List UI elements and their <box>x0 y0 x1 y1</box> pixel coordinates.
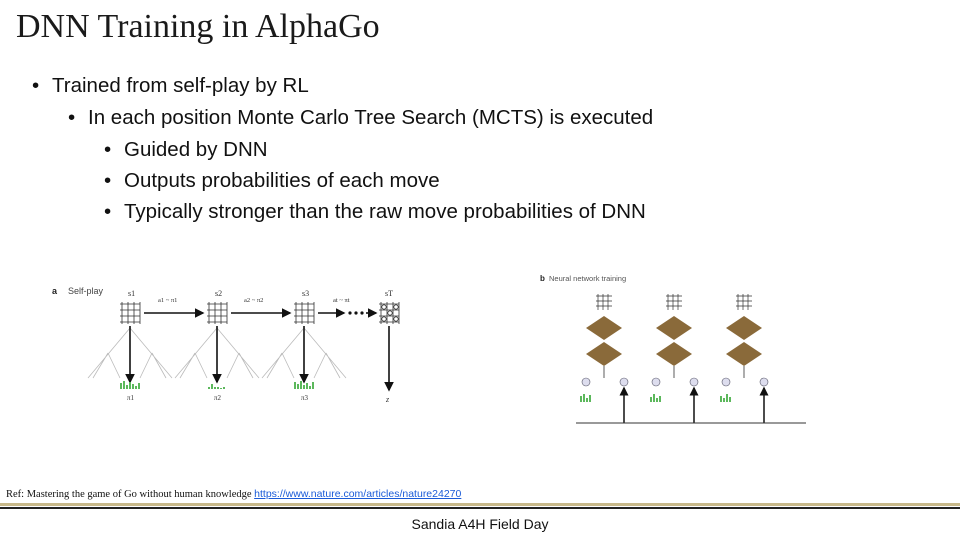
panel-a-label: a <box>52 286 58 296</box>
bullet-marker: • <box>68 106 76 129</box>
footer-divider <box>0 507 960 509</box>
footer-text: Sandia A4H Field Day <box>411 516 549 532</box>
slide-title: DNN Training in AlphaGo <box>16 8 380 45</box>
ellipsis-dots <box>348 311 364 315</box>
bullet-item: • Typically stronger than the raw move pr… <box>104 200 646 224</box>
go-board <box>294 302 315 324</box>
bullet-text: Outputs probabilities of each move <box>124 169 440 192</box>
panel-a-title: Self-play <box>68 286 104 296</box>
policy-histogram <box>120 381 140 389</box>
bullet-marker: • <box>104 200 112 223</box>
bullet-text: Typically stronger than the raw move pro… <box>124 200 646 223</box>
policy-histogram <box>294 381 314 389</box>
bullet-marker: • <box>104 169 112 192</box>
panel-b-title: Neural network training <box>549 274 626 283</box>
bullet-item: • Trained from self-play by RL <box>32 74 309 98</box>
bullet-item: • Guided by DNN <box>104 138 268 162</box>
action-label: at ~ πt <box>333 297 350 304</box>
state-label: s2 <box>215 289 222 298</box>
bullet-text: Guided by DNN <box>124 138 268 161</box>
policy-histogram <box>208 384 225 389</box>
go-board <box>120 302 141 324</box>
bullet-text: In each position Monte Carlo Tree Search… <box>88 106 654 129</box>
go-board <box>207 302 228 324</box>
bullet-marker: • <box>104 138 112 161</box>
state-label: s1 <box>128 289 135 298</box>
go-board <box>379 302 400 324</box>
reference-link[interactable]: https://www.nature.com/articles/nature24… <box>254 488 462 500</box>
reference-text: Ref: Mastering the game of Go without hu… <box>6 489 255 500</box>
bullet-text: Trained from self-play by RL <box>52 74 309 97</box>
action-label: a1 ~ π1 <box>158 297 177 304</box>
policy-label: π3 <box>301 394 309 402</box>
self-play-figure: a Self-play s1 s2 s3 sT a1 ~ π1 a2 ~ π2 … <box>52 286 400 404</box>
outcome-label: z <box>385 395 390 404</box>
reference-line: Ref: Mastering the game of Go without hu… <box>6 488 461 500</box>
network-column <box>720 294 769 423</box>
state-label: s3 <box>302 289 309 298</box>
network-column <box>650 294 699 423</box>
bullet-item: • In each position Monte Carlo Tree Searc… <box>68 106 653 130</box>
action-label: a2 ~ π2 <box>244 297 263 304</box>
bullet-item: • Outputs probabilities of each move <box>104 169 440 193</box>
state-label: sT <box>385 289 393 298</box>
footer-accent-bar <box>0 503 960 506</box>
panel-b-label: b <box>540 274 545 283</box>
nn-training-figure: b Neural network training <box>540 274 806 424</box>
bullet-marker: • <box>32 74 40 97</box>
policy-label: π2 <box>214 394 222 402</box>
policy-label: π1 <box>127 394 135 402</box>
network-column <box>580 294 629 423</box>
